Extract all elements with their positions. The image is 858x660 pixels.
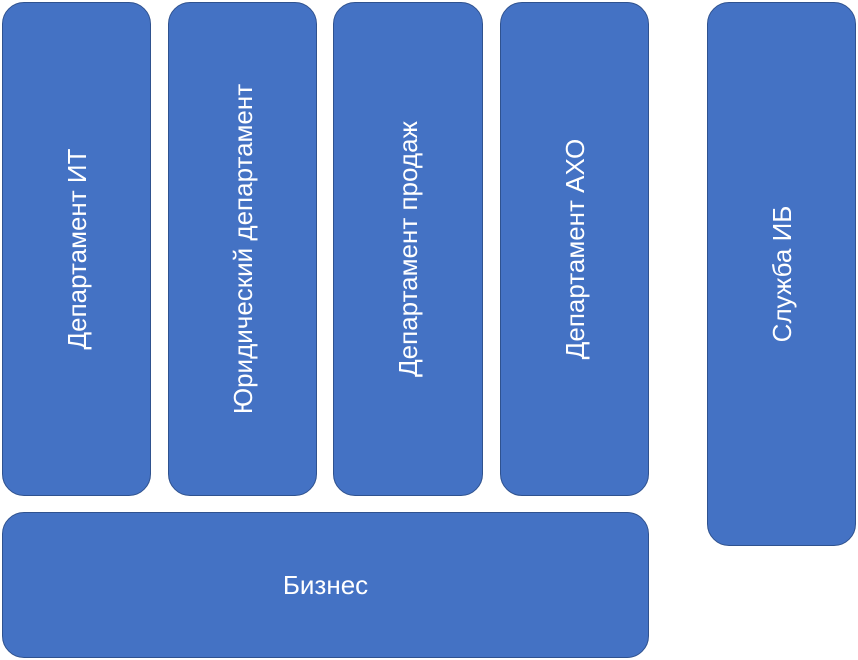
department-aho-label: Департамент АХО (559, 138, 590, 360)
department-aho-box: Департамент АХО (500, 2, 649, 496)
business-box: Бизнес (2, 512, 649, 658)
department-it-box: Департамент ИТ (2, 2, 151, 496)
department-legal-label: Юридический департамент (227, 83, 258, 415)
department-sales-label: Департамент продаж (393, 121, 423, 377)
department-legal-box: Юридический департамент (168, 2, 317, 496)
department-sales-box: Департамент продаж (333, 2, 483, 496)
security-service-label: Служба ИБ (766, 205, 797, 343)
business-label: Бизнес (282, 570, 369, 600)
department-it-label: Департамент ИТ (61, 148, 92, 350)
security-service-box: Служба ИБ (707, 2, 856, 546)
